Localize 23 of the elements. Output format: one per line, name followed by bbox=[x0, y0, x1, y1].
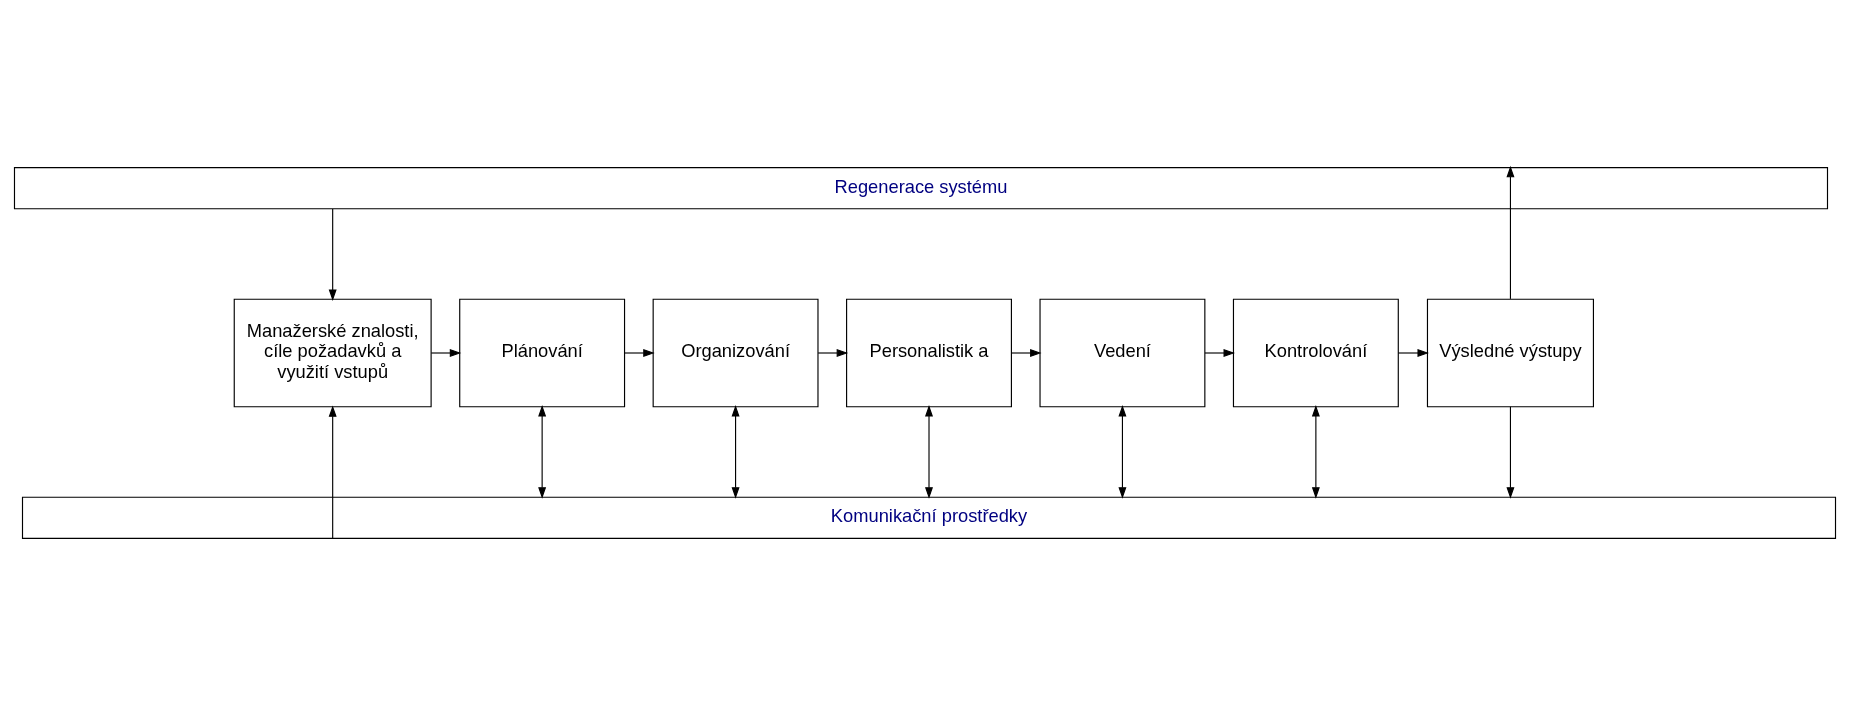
arrow bbox=[624, 349, 655, 357]
node-box: Organizování bbox=[652, 298, 819, 408]
arrow bbox=[1204, 349, 1235, 357]
arrow bbox=[1311, 405, 1320, 499]
arrow bbox=[538, 405, 547, 499]
arrow bbox=[925, 405, 933, 499]
arrow bbox=[328, 208, 337, 301]
node-box: Manažerské znalosti, cíle požadavků a využití vstupů bbox=[233, 298, 432, 408]
node-box: Výsledné výstupy bbox=[1426, 298, 1594, 408]
arrow bbox=[328, 405, 337, 539]
node-box: Plánování bbox=[459, 298, 626, 408]
arrow bbox=[430, 349, 462, 357]
arrow bbox=[1397, 349, 1429, 357]
arrow bbox=[1506, 406, 1515, 499]
arrow bbox=[1011, 349, 1042, 357]
node-box: Personalistik a bbox=[846, 298, 1012, 408]
arrow bbox=[817, 349, 849, 357]
arrow bbox=[731, 405, 740, 499]
node-box: Kontrolování bbox=[1232, 298, 1399, 408]
node-box: Komunikační prostředky bbox=[21, 496, 1837, 539]
arrow bbox=[1118, 405, 1127, 499]
node-box: Vedení bbox=[1039, 298, 1206, 408]
arrow bbox=[1506, 165, 1515, 300]
